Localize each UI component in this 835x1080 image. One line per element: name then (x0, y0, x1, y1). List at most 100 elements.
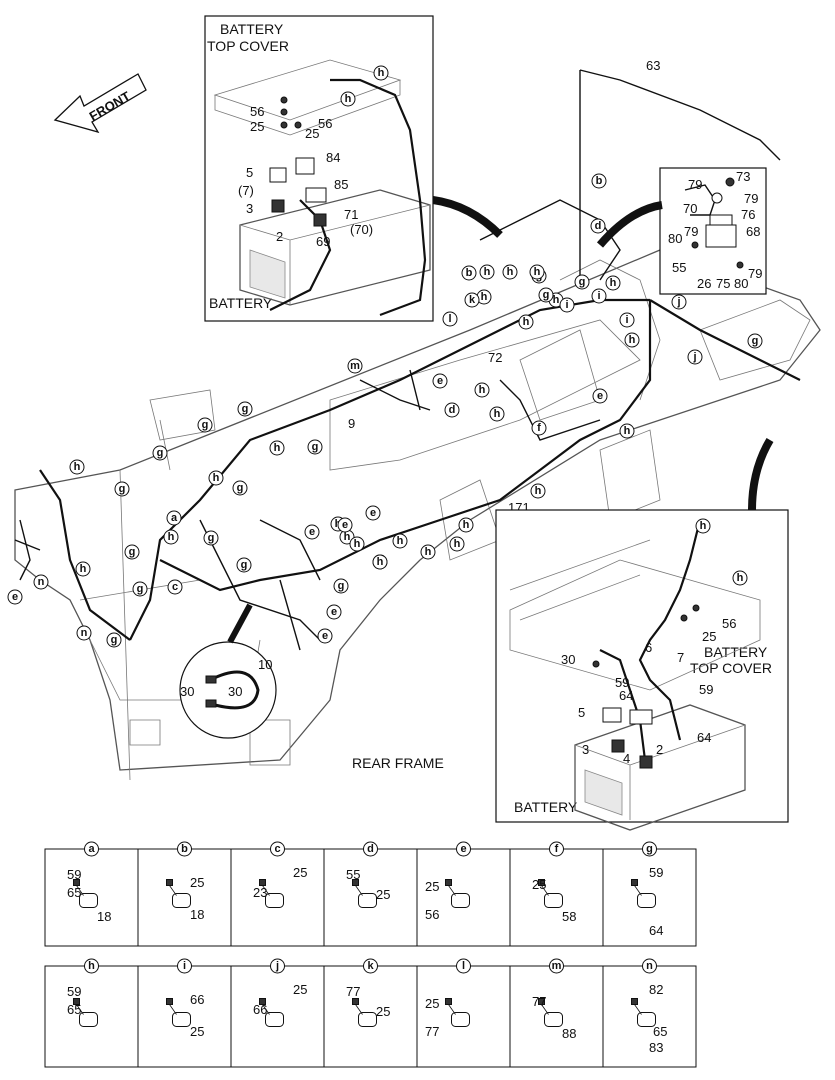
clip-icon (637, 893, 656, 908)
callout: 2 (276, 229, 283, 244)
svg-text:h: h (397, 535, 404, 547)
legend-part-number: 65 (653, 1024, 667, 1039)
svg-text:c: c (172, 581, 178, 593)
callout: (7) (238, 183, 254, 198)
inset-title-2: TOP COVER (207, 38, 289, 54)
letter-marker: i (619, 312, 635, 328)
letter-marker: h (378, 67, 385, 79)
letter-marker: h (530, 483, 546, 499)
svg-text:g: g (242, 403, 249, 415)
legend-part-number: 66 (190, 992, 204, 1007)
letter-marker: b (591, 173, 607, 189)
svg-text:h: h (484, 266, 491, 278)
svg-text:h: h (479, 384, 486, 396)
svg-text:e: e (597, 390, 603, 402)
legend-letter: e (460, 843, 466, 855)
legend-part-number: 18 (97, 909, 111, 924)
clip-icon (172, 1012, 191, 1027)
callout: 25 (250, 119, 264, 134)
inset-pointer (227, 603, 253, 644)
svg-text:a: a (171, 512, 178, 524)
letter-marker: h (479, 264, 495, 280)
svg-text:g: g (129, 546, 136, 558)
letter-marker: h (474, 382, 490, 398)
callout: 79 (688, 177, 702, 192)
callout: 7 (677, 650, 684, 665)
callout: 76 (741, 207, 755, 222)
svg-text:h: h (425, 546, 432, 558)
legend-part-number: 77 (425, 1024, 439, 1039)
svg-text:h: h (610, 277, 617, 289)
legend-part-number: 56 (425, 907, 439, 922)
svg-text:k: k (469, 294, 476, 306)
legend-part-number: 77 (346, 984, 360, 999)
svg-text:h: h (454, 538, 461, 550)
letter-marker: h (605, 275, 621, 291)
legend-part-number: 65 (67, 1002, 81, 1017)
letter-marker: l (442, 311, 458, 327)
legend-letter: m (552, 960, 562, 972)
letter-marker: h (502, 264, 518, 280)
clip-icon (172, 893, 191, 908)
clip-icon (451, 1012, 470, 1027)
legend-part-number: 66 (253, 1002, 267, 1017)
legend-letter: c (274, 843, 280, 855)
inset-bottom-label: BATTERY (209, 295, 273, 311)
letter-marker: n (76, 625, 92, 641)
letter-marker: f (531, 420, 547, 436)
svg-text:h: h (534, 266, 541, 278)
legend-part-number: 59 (649, 865, 663, 880)
letter-marker: e (7, 589, 23, 605)
letter-marker: c (167, 579, 183, 595)
callout: 79 (744, 191, 758, 206)
legend-part-number: 65 (67, 885, 81, 900)
legend-part-number: 25 (293, 982, 307, 997)
letter-marker: g (114, 481, 130, 497)
svg-text:h: h (354, 538, 361, 550)
svg-text:g: g (237, 482, 244, 494)
svg-text:n: n (81, 627, 88, 639)
svg-text:d: d (449, 404, 456, 416)
svg-text:l: l (448, 313, 451, 325)
letter-marker: h (345, 93, 352, 105)
wiring-harness (14, 69, 801, 651)
legend-letter: a (88, 843, 95, 855)
callout: 71 (344, 207, 358, 222)
letter-marker: h (529, 264, 545, 280)
bolt-icon (631, 879, 638, 886)
clip-icon (79, 1012, 98, 1027)
letter-marker: e (304, 524, 320, 540)
callout: 56 (318, 116, 332, 131)
clip-icon (544, 1012, 563, 1027)
svg-text:e: e (342, 519, 348, 531)
svg-text:d: d (595, 220, 602, 232)
legend-part-number: 25 (376, 1004, 390, 1019)
letter-marker: g (333, 578, 349, 594)
callout: 72 (488, 350, 502, 365)
clip-icon (265, 1012, 284, 1027)
inset-pointer (432, 196, 503, 238)
legend-letter: b (181, 843, 188, 855)
inset-title-1: BATTERY (220, 21, 284, 37)
svg-text:i: i (597, 290, 600, 302)
letter-marker: e (432, 373, 448, 389)
callout: 63 (646, 58, 660, 73)
svg-text:e: e (437, 375, 443, 387)
bolt-icon (631, 998, 638, 1005)
rear-frame-label: REAR FRAME (352, 755, 444, 771)
clip-icon (79, 893, 98, 908)
letter-marker: e (592, 388, 608, 404)
svg-text:j: j (692, 351, 696, 363)
callout: 5 (578, 705, 585, 720)
letter-marker: e (317, 628, 333, 644)
letter-marker: d (590, 218, 606, 234)
callout: 25 (702, 629, 716, 644)
letter-marker: h (619, 423, 635, 439)
